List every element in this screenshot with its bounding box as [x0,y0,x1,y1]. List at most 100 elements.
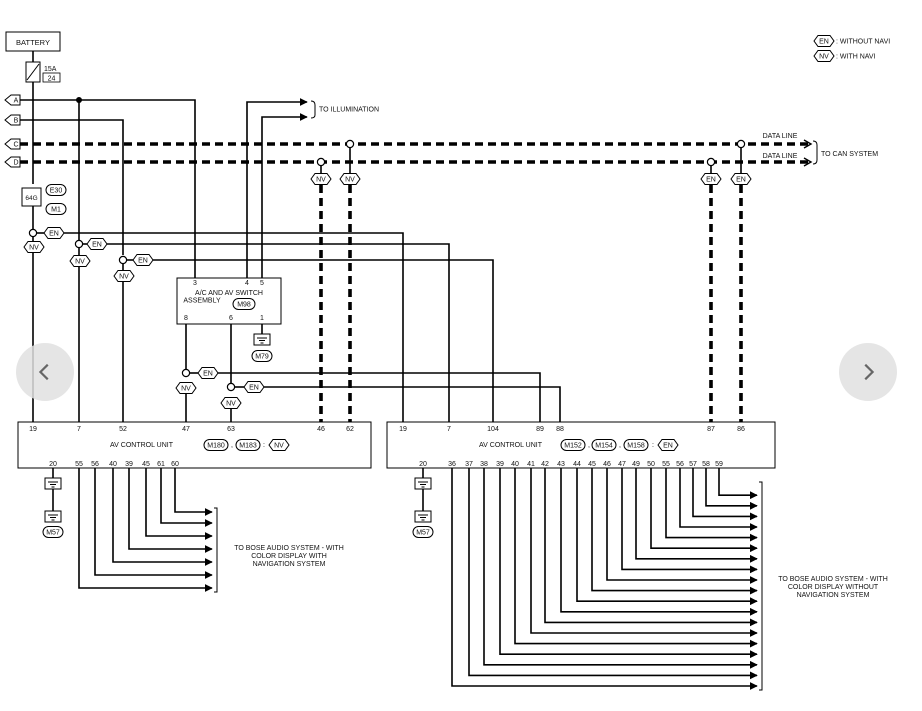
side-terminal [4,114,21,126]
variant-tag-label: NV [316,177,326,184]
output-wire [483,468,758,669]
left-unit-bottom-pin: 45 [142,461,150,468]
variant-tag [813,35,835,47]
left-unit-bottom-pin: 56 [91,461,99,468]
right-unit-bottom-pin: 42 [541,461,549,468]
connector-tag [203,439,229,451]
legend-text: : WITHOUT NAVI [836,39,890,46]
wires [20,51,811,690]
brace [812,140,818,165]
variant-tag-label: NV [274,443,284,450]
variant-tag [175,382,197,394]
variant-tag [310,173,332,185]
battery-label: BATTERY [16,38,50,47]
ground-symbol [44,510,62,523]
left-unit-bottom-pin: 61 [157,461,165,468]
side-terminal-label: A [14,98,19,105]
right-unit-bottom-pin: 47 [618,461,626,468]
connector-tag-label: M1 [51,207,61,214]
arrow-head [803,157,813,167]
connector-tag [45,184,67,196]
output-wire [544,468,758,627]
variant-tag [113,270,135,282]
wire [20,119,124,255]
left-unit-top-pin: 19 [29,426,37,433]
to-bose-right-label: TO BOSE AUDIO SYSTEM - WITH [778,576,888,583]
right-unit-bottom-pin: 38 [480,461,488,468]
variant-tag [86,238,108,250]
left-unit-bottom-pin: 39 [125,461,133,468]
variant-tag [268,439,290,451]
arrow-head [803,139,813,149]
left-unit-top-pin: 7 [77,426,81,433]
branch-circle [706,157,716,167]
switch-pin-label: 3 [193,280,197,287]
variant-tag-label: EN [138,258,148,265]
output-wire [576,468,758,606]
branch-circle [316,157,326,167]
right-unit-bottom-pin: 36 [448,461,456,468]
right-unit-bottom-pin: 58 [702,461,710,468]
separator: , [231,442,233,449]
variant-tag-label: EN [249,385,259,392]
left-unit-top-pin: 46 [317,426,325,433]
left-unit-title: AV CONTROL UNIT [110,442,174,449]
side-terminal-label: B [14,118,19,125]
wire [264,386,561,422]
variant-tag-label: NV [345,177,355,184]
legend-text: : WITH NAVI [836,54,876,61]
brace [310,100,316,119]
variant-tag [700,173,722,185]
battery-box [5,31,61,52]
wire [218,372,541,422]
right-unit-title: AV CONTROL UNIT [479,442,543,449]
variant-tag-label: EN [706,177,716,184]
ground-lines [418,514,428,521]
junction-dot [76,97,82,103]
left-unit-top-pin: 62 [346,426,354,433]
ground-lines [48,481,58,488]
variant-tag-label: NV [119,274,129,281]
variant-tag-label: NV [75,259,85,266]
right-unit-top-pin: 104 [487,426,499,433]
variant-tag [220,397,242,409]
connector-tag-label: M79 [255,354,269,361]
right-unit-bottom-pin: 40 [511,461,519,468]
switch-assembly-box [176,277,282,325]
right-unit-bottom-pin: 56 [676,461,684,468]
output-wire [514,468,758,648]
switch-name: ASSEMBLY [183,298,221,305]
variant-tag-label: NV [181,386,191,393]
output-wire [145,468,213,540]
brace [214,507,218,593]
variant-tag-label: NV [226,401,236,408]
connector-64g-box [21,187,42,207]
right-unit-bottom-pin: 50 [647,461,655,468]
side-terminal [4,156,21,168]
illumination-wire [246,98,308,278]
left-unit-bottom-pin: 55 [75,461,83,468]
ground-lines [418,481,428,488]
right-unit-bottom-pin: 49 [632,461,640,468]
branch-circle [28,228,38,238]
variant-tag-label: NV [29,245,39,252]
ground-symbol [44,477,62,490]
switch-pin-label: 8 [184,315,188,322]
previous-page-button[interactable] [16,343,74,401]
connector-tag-label: M98 [237,302,251,309]
output-wire [174,468,213,516]
to-bose-left-label: TO BOSE AUDIO SYSTEM - WITH [234,545,344,552]
output-wire [451,468,758,690]
output-wire [621,468,758,574]
right-unit-top-pin: 87 [707,426,715,433]
brace [759,481,763,691]
ground-lines [257,337,267,344]
variant-tag [339,173,361,185]
separator: : [263,442,265,449]
switch-pin-label: 1 [260,315,264,322]
next-page-button[interactable] [839,343,897,401]
output-wire [112,468,213,566]
output-wire [591,468,758,595]
connector-tag-label: M180 [207,443,225,450]
